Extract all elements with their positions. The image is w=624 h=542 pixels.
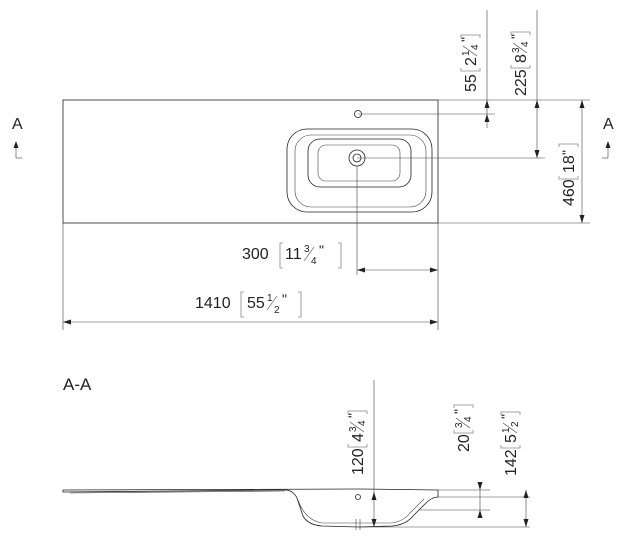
dim-225-in-num: 3 (511, 47, 522, 53)
section-marker-left: A (12, 116, 23, 159)
dim-300-in-den: 4 (311, 256, 317, 267)
section-extension-lines (360, 380, 530, 528)
dim-120-in-num: 3 (348, 426, 359, 432)
dim-142-inch-mark: " (498, 414, 514, 419)
dim-225-in-den: 4 (520, 41, 531, 47)
dim-300-mm: 300 (242, 246, 269, 263)
dim-142-in-den: 2 (510, 421, 521, 427)
dim-300-in-num: 3 (304, 244, 310, 255)
dim-142-mm: 142 (503, 449, 520, 476)
dim-20-in-num: 3 (454, 422, 465, 428)
dim-142-in-whole: 5 (503, 434, 520, 443)
dim-55-in-whole: 2 (463, 57, 480, 66)
dimension-142: 142 5 1 2 " (498, 411, 529, 527)
dim-225-mm: 225 (513, 69, 530, 96)
dim-460-mm: 460 (561, 179, 578, 206)
dim-1410-in-num: 1 (267, 293, 273, 304)
dim-120-in-whole: 4 (350, 433, 367, 442)
dim-142-in-num: 1 (501, 427, 512, 433)
section-marker-left-label: A (12, 116, 23, 133)
dim-120-inch-mark: " (345, 413, 361, 418)
dim-120-in-den: 4 (357, 420, 368, 426)
basin-outer-rim (286, 128, 433, 213)
dimension-20: 20 3 4 " (451, 404, 483, 518)
dim-1410-mm: 1410 (195, 295, 231, 312)
dim-20-in-den: 4 (463, 416, 474, 422)
countertop-top-view (62, 99, 439, 224)
dimension-1410: 1410 55 1 2 " (63, 291, 438, 325)
dimension-55: 55 2 1 4 " (458, 34, 490, 128)
dim-300-in-whole: 11 (285, 246, 302, 263)
basin-inner-rim (294, 134, 427, 208)
dim-18-in: 18 (561, 155, 578, 173)
dimension-120: 120 4 3 4 " (345, 410, 377, 527)
dim-55-in-den: 4 (470, 44, 481, 50)
dim-300-inch-mark: " (319, 242, 324, 258)
dimension-300: 300 11 3 4 " (242, 242, 438, 273)
countertop-section (62, 488, 439, 530)
section-title: A-A (63, 375, 92, 394)
dim-120-mm: 120 (350, 448, 367, 475)
dim-1410-inch-mark: " (282, 291, 287, 307)
dim-20-mm: 20 (456, 434, 473, 452)
dimension-460: 460 18 " (558, 100, 585, 223)
dim-1410-in-den: 2 (274, 305, 280, 316)
dim-1410-in-whole: 55 (247, 295, 265, 312)
dim-225-inch-mark: " (508, 34, 524, 39)
basin-bowl-outer (307, 138, 412, 188)
dim-225-in-whole: 8 (513, 54, 530, 63)
dim-55-mm: 55 (463, 74, 480, 92)
countertop-outline (62, 99, 439, 224)
section-marker-right: A (602, 116, 614, 159)
basin-bowl-inner (317, 144, 401, 182)
dim-20-inch-mark: " (451, 409, 467, 414)
dim-55-in-num: 1 (461, 50, 472, 56)
section-marker-right-label: A (603, 116, 614, 133)
dim-55-inch-mark: " (458, 37, 474, 42)
top-extension-lines (62, 10, 590, 330)
dim-18-inch-mark: " (559, 150, 575, 155)
dimension-225: 225 8 3 4 " (508, 31, 540, 158)
